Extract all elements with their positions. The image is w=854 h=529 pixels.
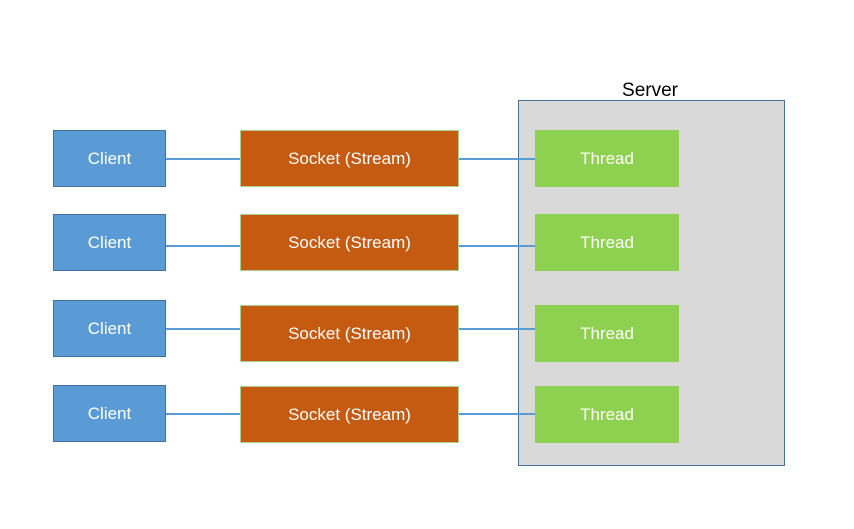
client-box-3[interactable]: Client <box>53 300 166 357</box>
socket-box-3[interactable]: Socket (Stream) <box>240 305 459 362</box>
connector-socket-thread-3 <box>459 328 535 330</box>
client-label-3: Client <box>87 318 132 338</box>
thread-label-3: Thread <box>580 323 634 343</box>
thread-box-1[interactable]: Thread <box>535 130 679 187</box>
connector-socket-thread-1 <box>459 158 535 160</box>
socket-box-2[interactable]: Socket (Stream) <box>240 214 459 271</box>
socket-label-1: Socket (Stream) <box>288 148 411 168</box>
connector-client-socket-1 <box>166 158 240 160</box>
thread-box-2[interactable]: Thread <box>535 214 679 271</box>
connector-client-socket-4 <box>166 413 240 415</box>
client-label-4: Client <box>87 403 132 423</box>
connector-client-socket-3 <box>166 328 240 330</box>
thread-label-4: Thread <box>580 404 634 424</box>
thread-box-4[interactable]: Thread <box>535 386 679 443</box>
server-label: Server <box>622 80 678 101</box>
client-label-2: Client <box>87 232 132 252</box>
client-box-2[interactable]: Client <box>53 214 166 271</box>
thread-label-2: Thread <box>580 232 634 252</box>
thread-box-3[interactable]: Thread <box>535 305 679 362</box>
socket-label-2: Socket (Stream) <box>288 232 411 252</box>
client-label-1: Client <box>87 148 132 168</box>
connector-client-socket-2 <box>166 245 240 247</box>
connector-socket-thread-2 <box>459 245 535 247</box>
thread-label-1: Thread <box>580 148 634 168</box>
socket-box-4[interactable]: Socket (Stream) <box>240 386 459 443</box>
socket-label-4: Socket (Stream) <box>288 404 411 424</box>
connector-socket-thread-4 <box>459 413 535 415</box>
client-box-1[interactable]: Client <box>53 130 166 187</box>
socket-label-3: Socket (Stream) <box>288 323 411 343</box>
socket-box-1[interactable]: Socket (Stream) <box>240 130 459 187</box>
client-box-4[interactable]: Client <box>53 385 166 442</box>
